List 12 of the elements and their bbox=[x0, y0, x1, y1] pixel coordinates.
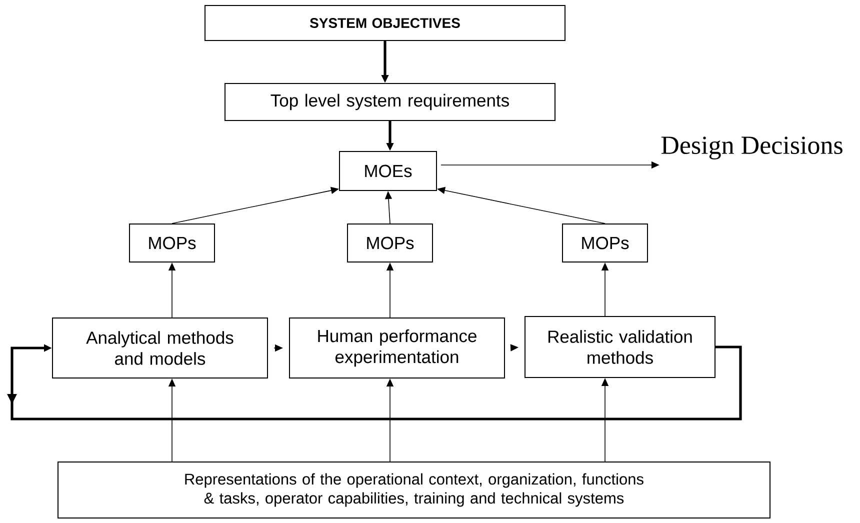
representations-box: Representations of the operational context, organization, functions & tasks, operator capabilities, training and technical systems bbox=[58, 462, 770, 518]
arrow bbox=[7, 344, 742, 420]
mop-box: MOPs bbox=[562, 224, 648, 262]
objectives-box: SYSTEM OBJECTIVES bbox=[204, 5, 566, 41]
method-box: Human performance experimentation bbox=[289, 318, 505, 378]
method-box: Realistic validation methods bbox=[524, 316, 716, 378]
mop-box: MOPs bbox=[129, 224, 215, 262]
moe-box: MOEs bbox=[339, 151, 437, 191]
requirements-box: Top level system requirements bbox=[224, 83, 556, 121]
outcome-text: Design Decisions bbox=[661, 136, 842, 160]
mop-box: MOPs bbox=[347, 224, 433, 262]
method-box: Analytical methods and models bbox=[52, 318, 268, 378]
